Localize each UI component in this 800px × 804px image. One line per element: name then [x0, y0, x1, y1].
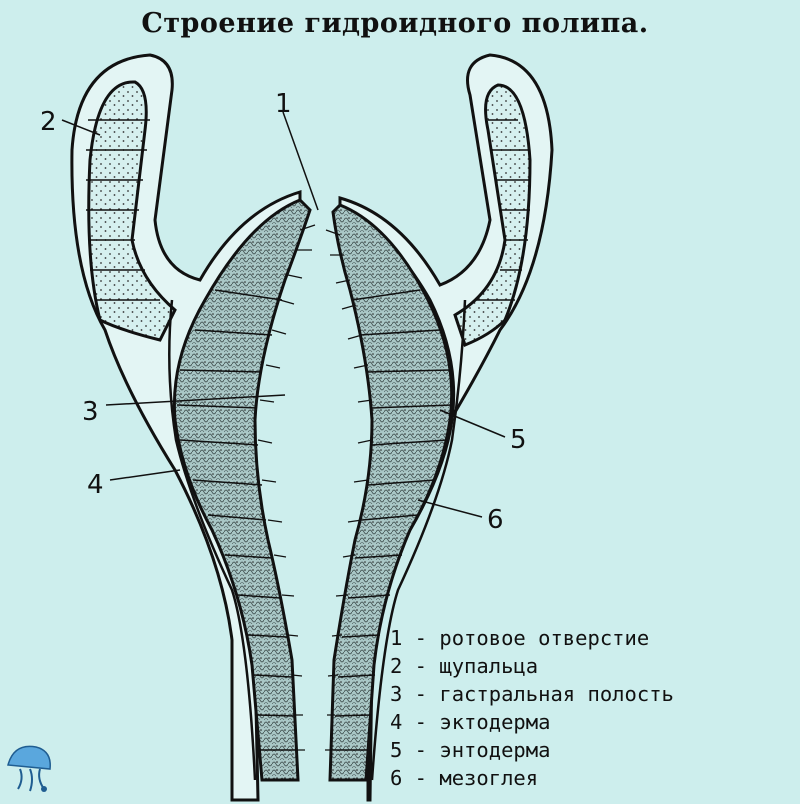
label-2: 2 — [40, 107, 57, 137]
page-title: Строение гидроидного полипа. — [141, 8, 649, 39]
label-3: 3 — [82, 397, 99, 427]
pointer-3 — [105, 394, 286, 406]
label-5: 5 — [510, 425, 527, 455]
label-6: 6 — [487, 505, 504, 535]
label-1: 1 — [275, 89, 292, 119]
pointer-2 — [61, 119, 101, 136]
endoderm-wall-left — [172, 198, 312, 782]
legend-item-5: 5 - энтодерма — [390, 738, 551, 762]
legend-item-6: 6 - мезоглея — [390, 766, 539, 790]
tentacles — [86, 80, 532, 347]
endoderm-layer — [172, 198, 454, 782]
mesoglea-line — [168, 299, 467, 781]
pointer-lines — [61, 111, 506, 518]
legend-item-4: 4 - эктодерма — [390, 710, 551, 734]
legend-item-3: 3 - гастральная полость — [390, 682, 674, 706]
pointer-1 — [282, 111, 319, 211]
pointer-6 — [417, 499, 483, 518]
legend: 1 - ротовое отверстие 2 - щупальца 3 - г… — [390, 624, 674, 792]
legend-item-1: 1 - ротовое отверстие — [390, 626, 650, 650]
legend-item-2: 2 - щупальца — [390, 654, 539, 678]
label-4: 4 — [87, 470, 104, 500]
tentacle-left — [87, 80, 177, 342]
jellyfish-logo-icon — [0, 735, 65, 800]
pointer-4 — [109, 469, 181, 481]
pointer-5 — [439, 409, 506, 438]
